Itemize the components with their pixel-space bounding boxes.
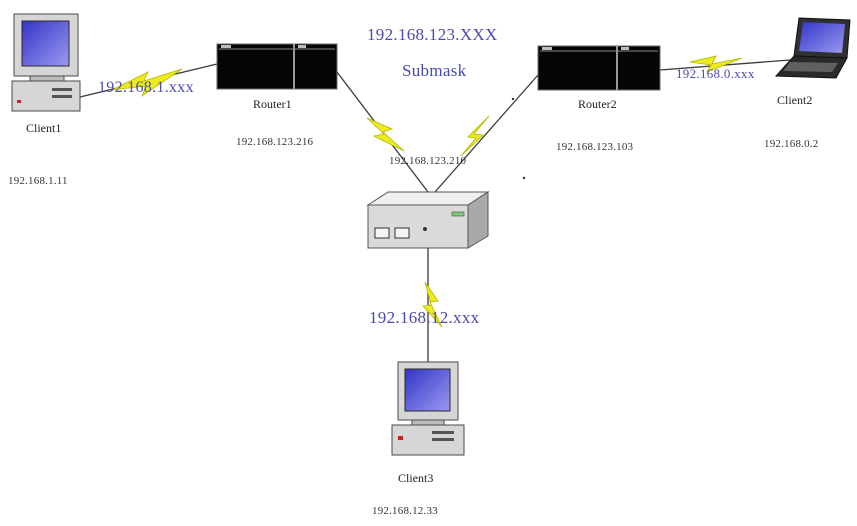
- client3-segment-label: 192.168.12.xxx: [369, 308, 480, 327]
- router1-ip: 192.168.123.216: [236, 136, 314, 148]
- router1-name: Router1: [253, 97, 292, 111]
- wireless-bolt-icon: [111, 68, 183, 98]
- main-segment-label: 192.168.123.XXX: [367, 25, 498, 44]
- client1-name: Client1: [26, 121, 62, 135]
- client1-ip: 192.168.1.11: [8, 175, 68, 187]
- client2-ip: 192.168.0.2: [764, 138, 819, 150]
- speck: [511, 97, 515, 101]
- router3-device: [366, 191, 490, 249]
- wireless-bolt-icon: [689, 55, 743, 73]
- router3-ip: 192.168.123.210: [389, 155, 467, 167]
- wireless-bolt-icon: [422, 281, 443, 328]
- wireless-bolt-icon: [460, 115, 490, 157]
- client3-name: Client3: [398, 471, 434, 485]
- submask-label: Submask: [402, 61, 467, 80]
- router1-device: [216, 43, 338, 90]
- router2-ip: 192.168.123.103: [556, 141, 634, 153]
- link-router2-router3: [434, 74, 539, 193]
- client2-laptop-icon: [774, 17, 851, 79]
- client3-computer-icon: [391, 361, 465, 456]
- wireless-bolts: [111, 55, 743, 328]
- client3-ip: 192.168.12.33: [372, 505, 438, 517]
- speck: [522, 176, 526, 180]
- client2-segment-label: 192.168.0.xxx: [676, 66, 755, 81]
- client1-computer-icon: [11, 13, 81, 112]
- client2-name: Client2: [777, 93, 813, 107]
- router2-device: [537, 45, 661, 91]
- client1-segment-label: 192.168.1.xxx: [98, 79, 194, 96]
- wireless-bolt-icon: [366, 117, 405, 152]
- router2-name: Router2: [578, 97, 617, 111]
